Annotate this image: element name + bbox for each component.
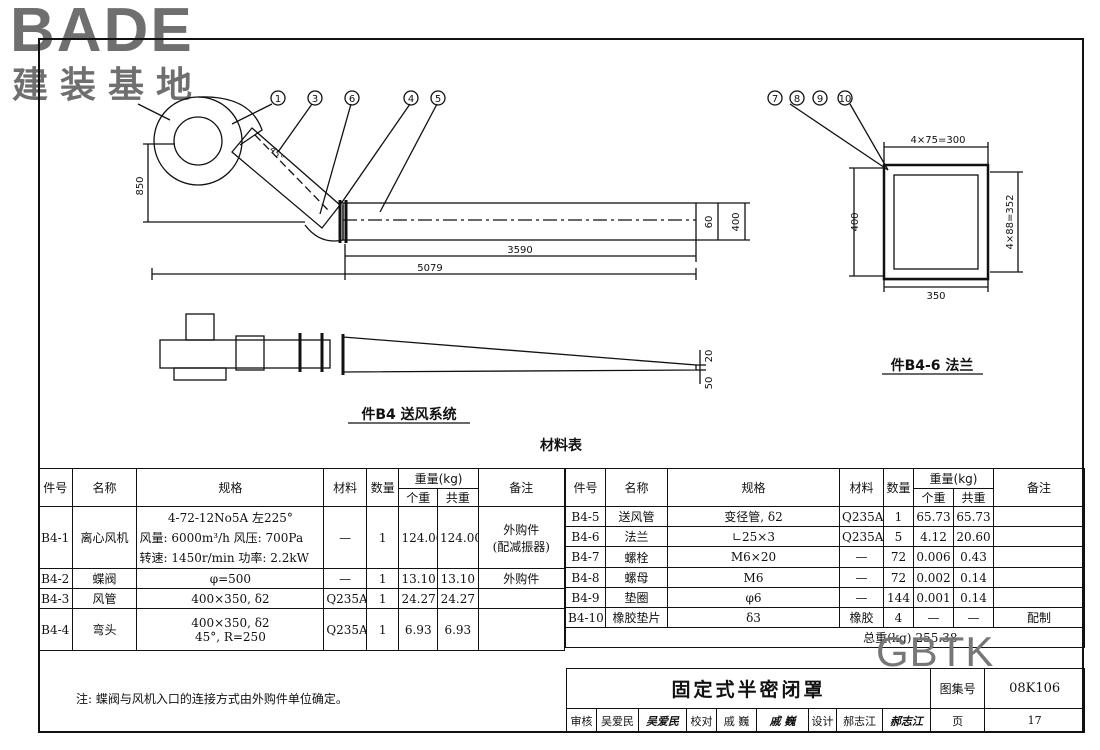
review-label: 审核 <box>566 708 597 733</box>
header-unit: 个重 <box>398 488 439 507</box>
drawing-title: 固定式半密闭罩 <box>565 668 932 709</box>
header-name: 名称 <box>71 468 138 507</box>
balloon-5: 5 <box>435 94 441 105</box>
note-text: 注: 蝶阀与风机入口的连接方式由外购件单位确定。 <box>76 692 348 706</box>
balloon-8: 8 <box>794 94 800 105</box>
reviewer-signature: 吴爱民 <box>638 708 687 733</box>
header-remark: 备注 <box>477 468 566 507</box>
page-number: 17 <box>984 708 1086 733</box>
dim-60: 60 <box>704 216 715 229</box>
header-remark-right: 备注 <box>993 468 1085 507</box>
supply-duct <box>342 202 697 241</box>
material-table-title: 材料表 <box>540 437 583 454</box>
checker-name: 戚 巍 <box>716 708 757 733</box>
flange-outline <box>882 163 990 281</box>
balloon-9: 9 <box>817 94 823 105</box>
header-weight: 重量(kg) <box>398 468 479 489</box>
total-row: 总重(kg) 255.38 <box>565 627 1085 648</box>
total-label: 总重(kg) <box>565 627 914 648</box>
reviewer-name: 吴爱民 <box>596 708 639 733</box>
tapered-duct <box>342 336 697 373</box>
dim-400: 400 <box>731 212 742 231</box>
table-row: B4-3 风管 400×350, δ2 Q235A 1 24.27 24.27 <box>38 588 566 609</box>
header-qty: 数量 <box>365 468 400 507</box>
page-label: 页 <box>930 708 986 733</box>
atlas-label: 图集号 <box>930 668 986 709</box>
header-part-no: 件号 <box>38 468 73 507</box>
logo-subtitle: 建装基地 <box>12 65 205 106</box>
dim-20: 20 <box>704 350 715 363</box>
check-label: 校对 <box>686 708 717 733</box>
balloon-3: 3 <box>312 94 318 105</box>
dim-flange-top: 4×75=300 <box>911 135 966 146</box>
watermark: GBTK <box>876 628 995 675</box>
design-label: 设计 <box>808 708 837 733</box>
header-material-right: 材料 <box>839 468 884 507</box>
dim-flange-left: 400 <box>850 212 861 231</box>
atlas-number: 08K106 <box>984 668 1086 709</box>
designer-name: 郝志江 <box>836 708 883 733</box>
header-spec: 规格 <box>136 468 325 507</box>
header-spec-right: 规格 <box>667 468 840 507</box>
dim-3590: 3590 <box>507 245 532 256</box>
header-total-right: 共重 <box>953 488 994 507</box>
header-unit-right: 个重 <box>913 488 954 507</box>
angled-duct <box>231 127 341 229</box>
dim-flange-bottom: 350 <box>926 291 945 302</box>
dim-850: 850 <box>135 176 146 195</box>
total-value: 255.38 <box>913 627 1085 648</box>
checker-signature: 戚 巍 <box>756 708 809 733</box>
dim-5079: 5079 <box>417 263 442 274</box>
drawing-frame <box>38 38 1084 733</box>
header-qty-right: 数量 <box>883 468 914 507</box>
table-row: B4-1 离心风机 4-72-12No5A 左225° 风量: 6000m³/h… <box>38 506 566 569</box>
fan-housing <box>153 96 243 186</box>
material-table-left: 件号 名称 规格 材料 数量 重量(kg) 备注 个重 共重 B4-1 离心风机… <box>38 468 566 673</box>
logo-wordmark: BADE <box>10 0 194 65</box>
side-view-body <box>159 339 331 369</box>
balloon-4: 4 <box>408 94 414 105</box>
dim-flange-right: 4×88=352 <box>1005 195 1016 250</box>
balloon-6: 6 <box>349 94 355 105</box>
balloon-1: 1 <box>275 94 281 105</box>
balloon-7: 7 <box>772 94 778 105</box>
dim-45: 45° <box>267 145 285 163</box>
dim-50: 50 <box>704 377 715 390</box>
balloon-10: 10 <box>839 94 852 105</box>
header-weight-right: 重量(kg) <box>913 468 994 489</box>
header-part-no-right: 件号 <box>565 468 606 507</box>
flange-caption: 件B4-6 法兰 <box>891 357 974 374</box>
title-block: 固定式半密闭罩 图集号 08K106 审核 吴爱民 吴爱民 校对 戚 巍 戚 巍… <box>565 668 1086 733</box>
header-total: 共重 <box>437 488 479 507</box>
header-material: 材料 <box>323 468 367 507</box>
fan-inlet <box>173 116 223 166</box>
header-name-right: 名称 <box>605 468 668 507</box>
table-row: B4-2 蝶阀 φ=500 — 1 13.10 13.10 外购件 <box>38 568 566 589</box>
main-caption: 件B4 送风系统 <box>361 406 456 423</box>
designer-signature: 郝志江 <box>881 708 932 733</box>
